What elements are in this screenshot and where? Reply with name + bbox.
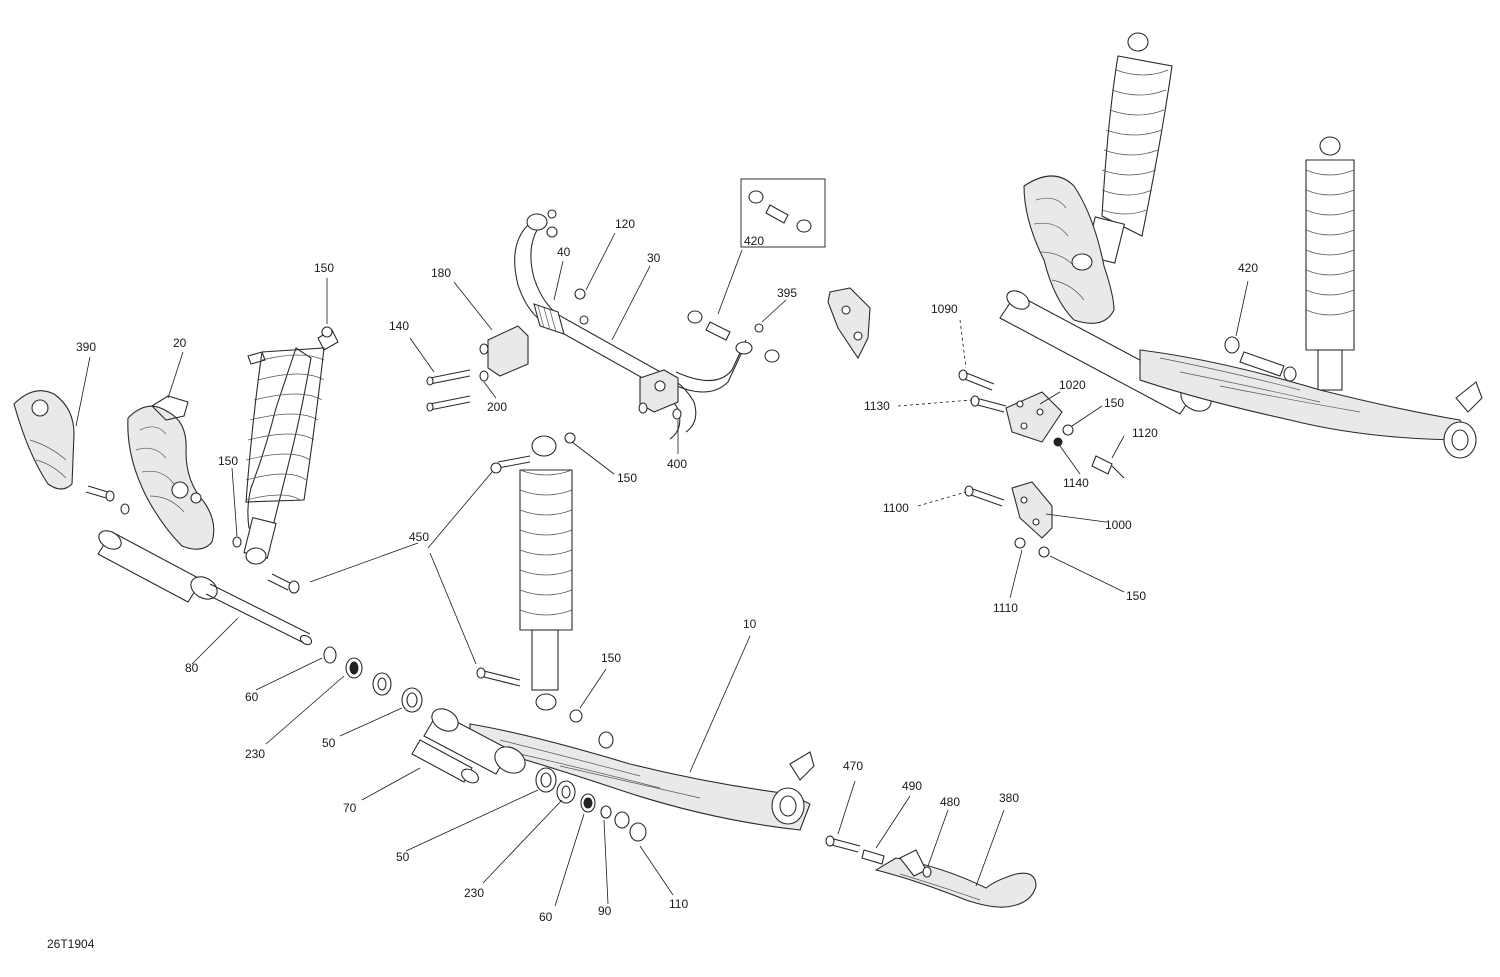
callout-400: 400: [667, 457, 687, 471]
callout-420b: 420: [1238, 261, 1258, 275]
callout-80: 80: [185, 661, 199, 675]
right-shock-rear: [1305, 136, 1355, 391]
callout-230a: 230: [245, 747, 265, 761]
callout-70: 70: [343, 801, 357, 815]
callout-150a: 150: [314, 261, 334, 275]
callout-60a: 60: [245, 690, 259, 704]
right-bearing-stack: [535, 767, 647, 842]
center-shock-absorber: [476, 432, 583, 723]
center-bracket: [827, 287, 871, 360]
left-knuckle: [127, 395, 215, 550]
right-shock-front: [1084, 32, 1173, 264]
callout-140: 140: [389, 319, 409, 333]
callout-1110: 1110: [993, 601, 1018, 615]
callout-390: 390: [76, 340, 96, 354]
callout-395: 395: [777, 286, 797, 300]
callout-1120: 1120: [1132, 426, 1158, 440]
right-knuckle: [1023, 175, 1115, 324]
callout-490: 490: [902, 779, 922, 793]
bracket-bolts-140: [426, 343, 682, 420]
callout-380: 380: [999, 791, 1019, 805]
trailing-arm-10: [469, 723, 815, 831]
callout-1020: 1020: [1059, 378, 1086, 392]
stabilizer-bar-30: [514, 209, 753, 440]
callout-50a: 50: [322, 736, 336, 750]
callout-180: 180: [431, 266, 451, 280]
right-trailing-arm: [1139, 336, 1483, 459]
callout-470: 470: [843, 759, 863, 773]
callout-150e: 150: [1104, 396, 1124, 410]
bracket-bolts-right: [958, 369, 1007, 507]
callout-30: 30: [647, 251, 661, 265]
left-skid-390: [13, 390, 75, 490]
left-bearing-stack: [323, 646, 423, 713]
callout-480: 480: [940, 795, 960, 809]
callout-420a: 420: [744, 234, 764, 248]
left-small-bolts: [85, 485, 300, 594]
link-parts-center: [687, 310, 780, 363]
callout-150d: 150: [601, 651, 621, 665]
callout-150f: 150: [1126, 589, 1146, 603]
callout-60b: 60: [539, 910, 553, 924]
callout-110: 110: [669, 897, 688, 911]
callout-labels: 10 20 30 40 50 50 60 60 70 80 90 110 120…: [76, 217, 1258, 924]
callout-150b: 150: [218, 454, 238, 468]
callout-450: 450: [409, 530, 429, 544]
stabilizer-bushing-40: [533, 288, 589, 335]
callout-40: 40: [557, 245, 571, 259]
stabilizer-bracket-180: [487, 325, 679, 413]
callout-230b: 230: [464, 886, 484, 900]
bracket-1020: [1005, 391, 1125, 479]
bracket-1000: [1011, 481, 1053, 558]
callout-20: 20: [173, 336, 187, 350]
callout-120: 120: [615, 217, 635, 231]
left-shock-absorber: [243, 326, 339, 565]
skid-plate-380: [825, 835, 1037, 908]
callout-90: 90: [598, 904, 612, 918]
callout-1140: 1140: [1063, 476, 1089, 490]
leader-lines: [75, 232, 1249, 907]
callout-1090: 1090: [931, 302, 958, 316]
callout-10: 10: [743, 617, 757, 631]
callout-50b: 50: [396, 850, 410, 864]
callout-200: 200: [487, 400, 507, 414]
callout-1100: 1100: [883, 501, 909, 515]
callout-150c: 150: [617, 471, 637, 485]
kit-box-420: [740, 178, 826, 248]
callout-1130: 1130: [864, 399, 890, 413]
arm-sleeve-70: [411, 708, 526, 784]
diagram-code: 26T1904: [47, 937, 95, 951]
callout-1000: 1000: [1105, 518, 1132, 532]
left-pivot-tube-80: [97, 530, 313, 646]
